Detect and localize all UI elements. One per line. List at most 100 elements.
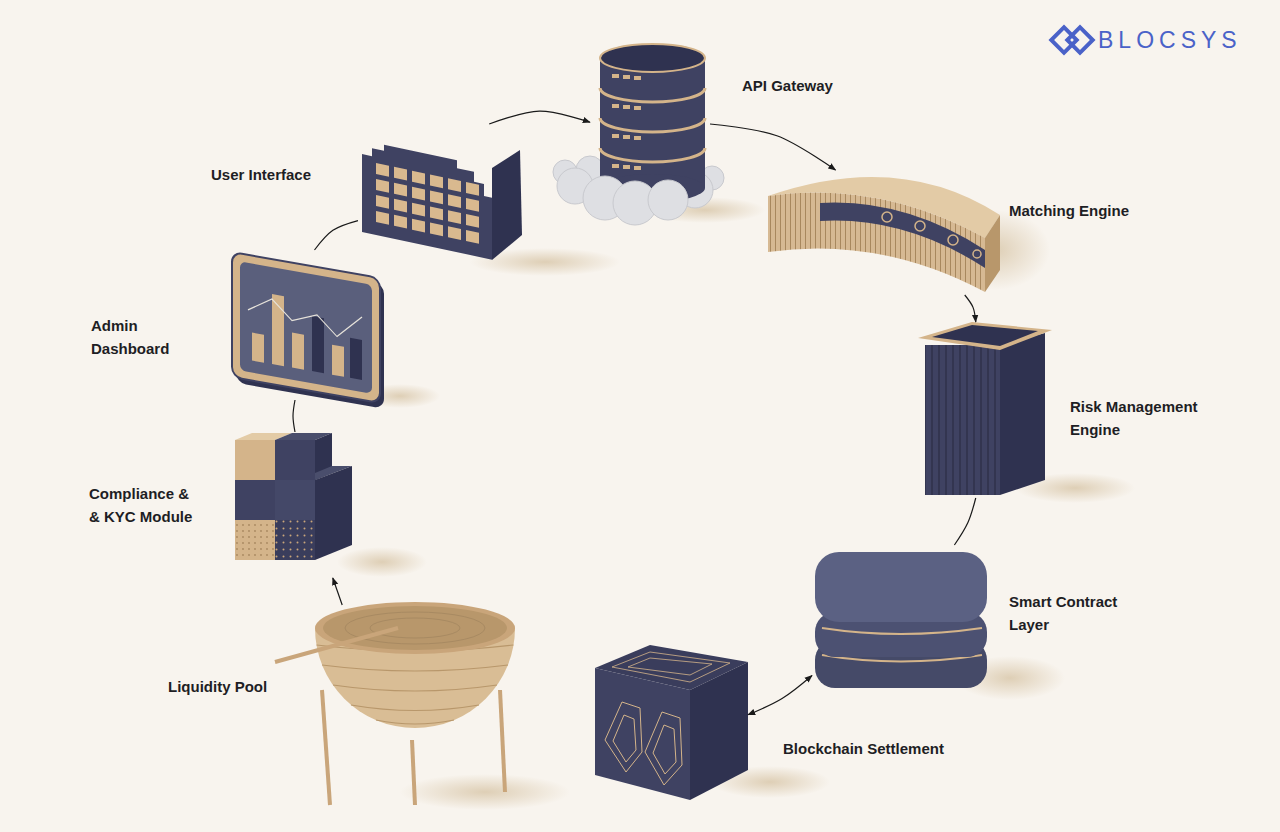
flow-connector (748, 676, 812, 715)
matching-engine-slab (985, 215, 1000, 292)
compliance-blocks (235, 440, 275, 480)
blockchain-cube (605, 702, 682, 785)
user-interface-building (394, 183, 407, 197)
component-node: Blockchain Settlement (592, 645, 748, 800)
matching-engine-slab (768, 177, 1000, 292)
user-interface-building (412, 187, 425, 201)
compliance-blocks (275, 480, 315, 520)
api-gateway-cylinder (623, 165, 630, 169)
component-node: Liquidity Pool (275, 605, 515, 805)
component-label: User Interface (211, 163, 311, 186)
admin-dashboard-screen (292, 333, 304, 370)
api-gateway-cylinder (600, 88, 705, 102)
brand-logo-mark (1051, 27, 1092, 52)
liquidity-pool-bowl (322, 690, 330, 805)
blockchain-cube (613, 715, 636, 762)
user-interface-building (362, 140, 522, 260)
liquidity-pool-bowl (351, 705, 479, 711)
user-interface-building (448, 178, 461, 192)
compliance-blocks (235, 433, 352, 560)
api-gateway-cylinder (634, 76, 641, 80)
blockchain-cube (628, 658, 712, 675)
api-gateway-cylinder (600, 58, 705, 188)
user-interface-building (412, 219, 425, 233)
brand-logo-mark (1067, 27, 1092, 52)
user-interface-building (448, 210, 461, 224)
user-interface-building (376, 163, 389, 177)
user-interface-building (362, 140, 492, 260)
api-gateway-cylinder (612, 74, 641, 170)
user-interface-building (492, 150, 522, 260)
user-interface-building (430, 174, 443, 188)
liquidity-pool-bowl (370, 618, 460, 638)
blockchain-cube (645, 712, 682, 785)
user-interface-building (430, 206, 443, 220)
smart-contract-stack (822, 628, 982, 634)
admin-dashboard-screen (232, 252, 380, 403)
compliance-blocks (235, 480, 275, 520)
flow-connector (315, 221, 359, 250)
flow-connector (333, 578, 342, 605)
api-gateway-cylinder (634, 166, 641, 170)
user-interface-building (362, 140, 492, 260)
api-gateway-cylinder (553, 44, 724, 225)
user-interface-building (376, 211, 389, 225)
user-interface-building (394, 199, 407, 213)
component-label: Risk Management Engine (1070, 395, 1210, 441)
user-interface-building (394, 215, 407, 229)
compliance-blocks (275, 520, 315, 560)
liquidity-pool-bowl (500, 690, 505, 792)
api-gateway-cylinder (612, 134, 619, 138)
liquidity-pool-bowl (323, 606, 507, 650)
api-gateway-cylinder (612, 164, 619, 168)
smart-contract-stack (815, 552, 987, 688)
user-interface-building (466, 230, 479, 244)
ground-shadows (337, 547, 427, 577)
liquidity-pool-bowl (275, 628, 398, 662)
compliance-blocks (235, 520, 275, 560)
smart-contract-stack (815, 552, 987, 622)
admin-dashboard-screen (248, 295, 362, 341)
blockchain-cube (605, 702, 642, 772)
api-gateway-cylinder (634, 136, 641, 140)
matching-engine-slab (820, 203, 985, 268)
ground-shadows (400, 774, 570, 810)
matching-engine-slab (915, 221, 925, 231)
flow-connector (710, 124, 836, 170)
api-gateway-cylinder (623, 105, 630, 109)
api-gateway-cylinder (600, 118, 705, 132)
user-interface-building (448, 194, 461, 208)
matching-engine-slab (882, 212, 892, 222)
liquidity-pool-bowl (412, 740, 415, 805)
user-interface-building (430, 222, 443, 236)
component-node: API Gateway (590, 40, 710, 215)
admin-dashboard-screen (312, 316, 324, 373)
risk-management-tower (918, 322, 1052, 350)
admin-dashboard-screen (232, 252, 384, 409)
component-node: Smart Contract Layer (812, 545, 990, 690)
compliance-blocks (315, 466, 352, 560)
component-label: Compliance & & KYC Module (89, 482, 197, 528)
flow-connector (954, 498, 975, 545)
risk-management-tower (932, 325, 1038, 346)
matching-engine-slab (882, 212, 981, 258)
blockchain-cube (653, 725, 676, 774)
component-node: Risk Management Engine (915, 322, 1050, 498)
api-gateway-cylinder (600, 44, 705, 72)
liquidity-pool-bowl (315, 602, 515, 654)
liquidity-pool-bowl (322, 665, 508, 671)
matching-engine-slab (768, 193, 985, 292)
compliance-blocks (275, 440, 315, 480)
matching-engine-slab (948, 235, 958, 245)
component-node: Compliance & & KYC Module (232, 432, 358, 578)
user-interface-building (412, 203, 425, 217)
user-interface-building (466, 182, 479, 196)
component-node: User Interface (358, 124, 522, 262)
admin-dashboard-screen (332, 345, 344, 377)
risk-management-tower (918, 322, 1052, 495)
admin-dashboard-screen (232, 252, 384, 409)
liquidity-pool-bowl (275, 602, 515, 805)
